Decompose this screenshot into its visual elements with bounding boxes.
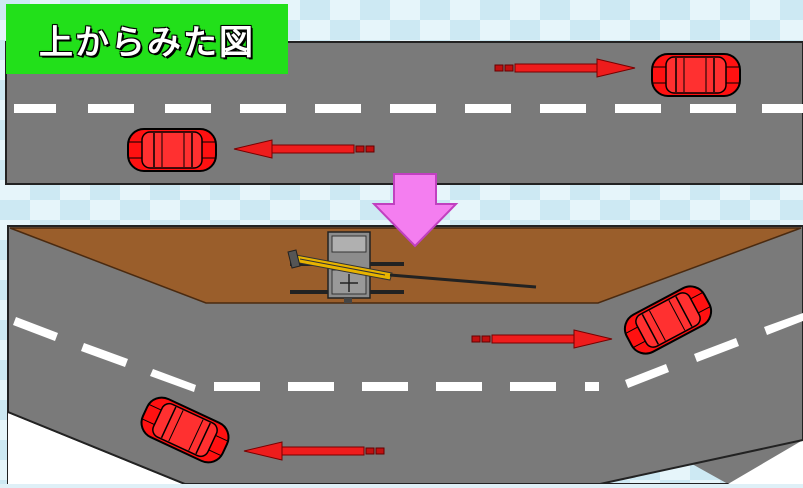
- drilling-machine: [287, 231, 537, 303]
- down-arrow: [371, 173, 459, 248]
- excavation-area: [9, 227, 802, 304]
- car-upper-right: [651, 53, 741, 97]
- top-lane-marking: [14, 104, 803, 113]
- title-label: 上からみた図: [6, 4, 288, 74]
- car-lower-left: [127, 128, 217, 172]
- title-text: 上からみた図: [39, 22, 255, 63]
- bottom-lane-marking: [13, 313, 803, 392]
